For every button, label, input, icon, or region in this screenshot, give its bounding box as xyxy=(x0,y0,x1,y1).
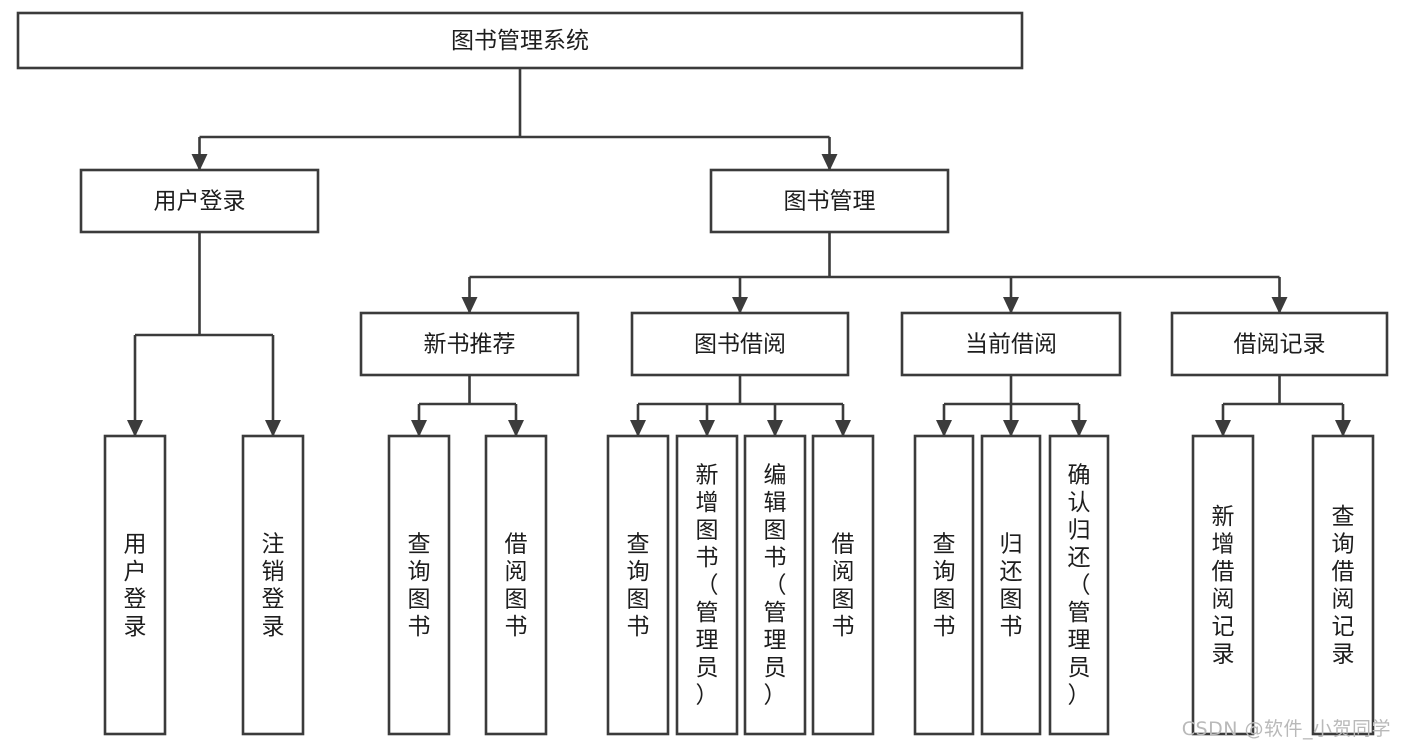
node-box[interactable] xyxy=(1170,311,1389,377)
arrow-head-icon xyxy=(265,420,281,437)
arrow-head-icon xyxy=(1335,420,1351,437)
arrow-head-icon xyxy=(936,420,952,437)
node-label: 图书借阅 xyxy=(694,332,786,358)
arrow-head-icon xyxy=(1003,420,1019,437)
node-root-0[interactable]: 图书管理系统 xyxy=(16,11,1024,70)
arrow-head-icon xyxy=(630,420,646,437)
arrow-head-icon xyxy=(1215,420,1231,437)
node-level2-1[interactable]: 图书借阅 xyxy=(630,311,850,377)
node-box[interactable] xyxy=(1311,434,1375,736)
node-box[interactable] xyxy=(1191,434,1255,736)
node-label: 借阅记录 xyxy=(1234,332,1326,358)
node-label: 借阅图书 xyxy=(505,531,528,640)
node-leaf-11[interactable]: 新增借阅记录 xyxy=(1191,434,1255,736)
arrow-head-icon xyxy=(835,420,851,437)
node-label: 当前借阅 xyxy=(965,332,1057,358)
node-box[interactable] xyxy=(484,434,548,736)
node-level2-2[interactable]: 当前借阅 xyxy=(900,311,1122,377)
node-box[interactable] xyxy=(1048,434,1110,736)
node-box[interactable] xyxy=(900,311,1122,377)
node-leaf-0[interactable]: 用户登录 xyxy=(103,434,167,736)
node-level2-0[interactable]: 新书推荐 xyxy=(359,311,580,377)
node-leaf-10[interactable]: 确认归还（管理员） xyxy=(1048,434,1110,736)
node-label: 确认归还（管理员） xyxy=(1068,463,1091,709)
arrow-head-icon xyxy=(1271,297,1288,314)
arrow-head-icon xyxy=(821,154,838,171)
node-leaf-6[interactable]: 编辑图书（管理员） xyxy=(743,434,807,736)
node-layer: 图书管理系统用户登录图书管理新书推荐图书借阅当前借阅借阅记录用户登录注销登录查询… xyxy=(16,11,1389,736)
node-leaf-3[interactable]: 借阅图书 xyxy=(484,434,548,736)
node-box[interactable] xyxy=(79,168,320,234)
arrow-head-icon xyxy=(191,154,208,171)
arrow-head-icon xyxy=(461,297,478,314)
node-box[interactable] xyxy=(811,434,875,736)
node-box[interactable] xyxy=(980,434,1042,736)
node-box[interactable] xyxy=(103,434,167,736)
node-level1-0[interactable]: 用户登录 xyxy=(79,168,320,234)
node-label: 编辑图书（管理员） xyxy=(764,463,787,709)
node-leaf-1[interactable]: 注销登录 xyxy=(241,434,305,736)
node-box[interactable] xyxy=(387,434,451,736)
connector-layer xyxy=(127,68,1351,437)
node-box[interactable] xyxy=(743,434,807,736)
node-box[interactable] xyxy=(359,311,580,377)
node-label: 归还图书 xyxy=(1000,531,1023,640)
node-label: 注销登录 xyxy=(262,531,285,640)
arrow-head-icon xyxy=(699,420,715,437)
node-label: 图书管理 xyxy=(784,189,876,215)
node-leaf-4[interactable]: 查询图书 xyxy=(606,434,670,736)
arrow-head-icon xyxy=(1071,420,1087,437)
node-label: 查询图书 xyxy=(408,531,431,640)
node-label: 查询图书 xyxy=(627,531,650,640)
node-label: 用户登录 xyxy=(124,531,147,640)
node-leaf-2[interactable]: 查询图书 xyxy=(387,434,451,736)
node-box[interactable] xyxy=(606,434,670,736)
node-label: 新书推荐 xyxy=(424,332,516,358)
node-label: 借阅图书 xyxy=(832,531,855,640)
node-label: 查询借阅记录 xyxy=(1332,504,1355,668)
node-level1-1[interactable]: 图书管理 xyxy=(709,168,950,234)
node-box[interactable] xyxy=(709,168,950,234)
arrow-head-icon xyxy=(732,297,748,314)
node-label: 用户登录 xyxy=(154,189,246,215)
node-label: 新增图书（管理员） xyxy=(696,463,719,709)
arrow-head-icon xyxy=(767,420,783,437)
node-leaf-9[interactable]: 归还图书 xyxy=(980,434,1042,736)
arrow-head-icon xyxy=(127,420,143,437)
node-leaf-5[interactable]: 新增图书（管理员） xyxy=(675,434,739,736)
node-box[interactable] xyxy=(241,434,305,736)
node-leaf-12[interactable]: 查询借阅记录 xyxy=(1311,434,1375,736)
node-box[interactable] xyxy=(913,434,975,736)
node-leaf-7[interactable]: 借阅图书 xyxy=(811,434,875,736)
arrow-head-icon xyxy=(1003,297,1019,314)
node-label: 查询图书 xyxy=(933,531,956,640)
node-level2-3[interactable]: 借阅记录 xyxy=(1170,311,1389,377)
arrow-head-icon xyxy=(508,420,524,437)
node-leaf-8[interactable]: 查询图书 xyxy=(913,434,975,736)
arrow-head-icon xyxy=(411,420,427,437)
node-box[interactable] xyxy=(675,434,739,736)
node-label: 新增借阅记录 xyxy=(1212,504,1235,668)
node-box[interactable] xyxy=(16,11,1024,70)
node-box[interactable] xyxy=(630,311,850,377)
node-label: 图书管理系统 xyxy=(451,28,589,54)
